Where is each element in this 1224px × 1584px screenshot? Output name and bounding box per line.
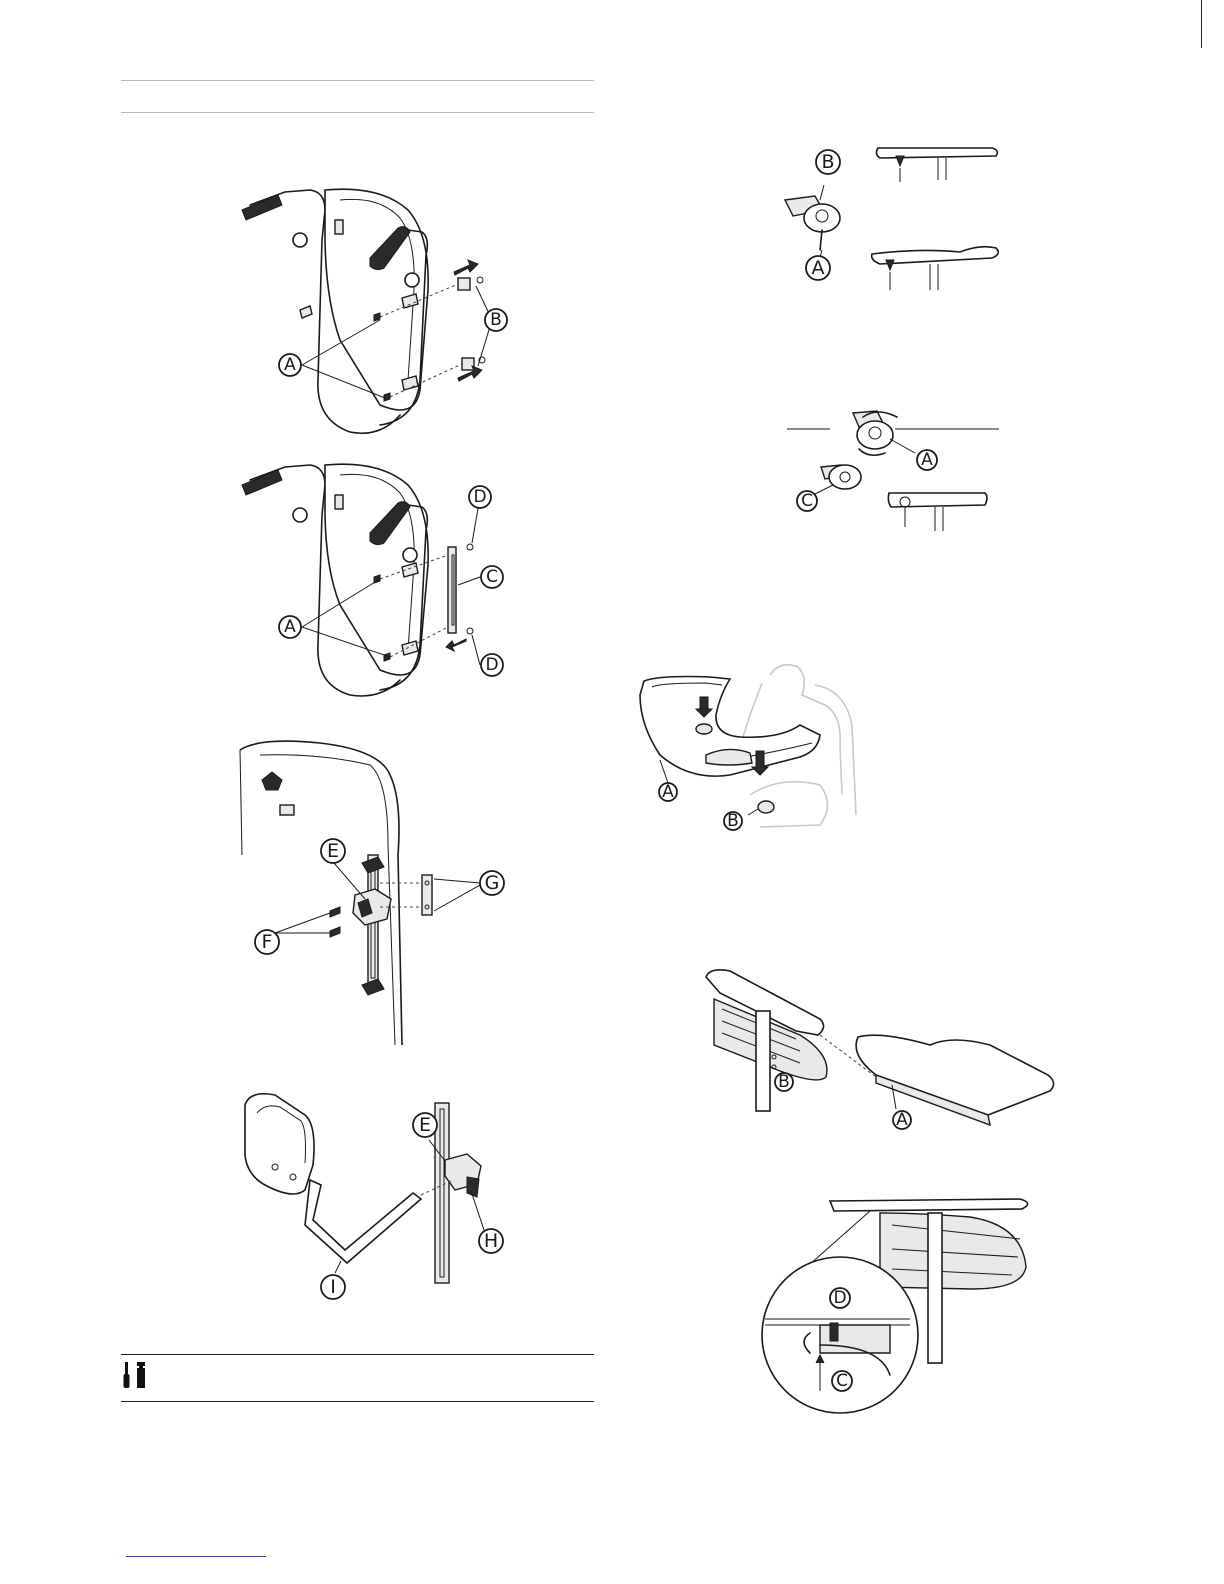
label-c: C	[486, 567, 498, 587]
label-c: C	[836, 1371, 848, 1391]
label-a: A	[284, 617, 296, 637]
fig-backrest-rail: A C D D	[230, 455, 520, 700]
label-b: B	[727, 811, 739, 831]
label-a: A	[921, 450, 933, 470]
fig-headrest-mount: E F G	[230, 735, 520, 1055]
label-a: A	[812, 257, 825, 279]
screwdriver-wrench-icon	[122, 1360, 148, 1390]
fig-tray-on-chair: A B	[630, 655, 860, 835]
label-a: A	[896, 1110, 908, 1130]
label-h: H	[484, 1230, 498, 1252]
tool-section-rule-bottom	[121, 1401, 594, 1402]
label-d-top: D	[473, 487, 486, 507]
fig-backrest-bracket: A B	[230, 180, 520, 440]
fig-headrest: E H I	[235, 1085, 515, 1300]
label-e: E	[419, 1114, 431, 1136]
fig-table-clamp: B A	[780, 140, 1010, 290]
header-rule-bottom	[121, 112, 594, 113]
label-i: I	[330, 1276, 336, 1298]
label-b: B	[821, 151, 834, 173]
label-a: A	[662, 782, 674, 802]
tool-section-rule-top	[121, 1354, 594, 1355]
label-c: C	[801, 491, 813, 511]
fig-armrest-tray: B A	[700, 965, 1060, 1135]
label-f: F	[262, 931, 273, 953]
label-e: E	[327, 840, 339, 862]
page-edge-line	[1201, 0, 1202, 48]
label-d-bottom: D	[485, 655, 498, 675]
fig-tray-lock: D C	[760, 1195, 1040, 1415]
header-rule-top	[121, 80, 594, 81]
footer-link-underline[interactable]	[126, 1556, 266, 1557]
label-d: D	[833, 1288, 846, 1308]
label-g: G	[485, 872, 500, 894]
label-b: B	[778, 1072, 790, 1092]
fig-table-clamp-rotate: A C	[785, 405, 1005, 535]
label-a: A	[284, 355, 296, 375]
label-b: B	[490, 310, 502, 330]
